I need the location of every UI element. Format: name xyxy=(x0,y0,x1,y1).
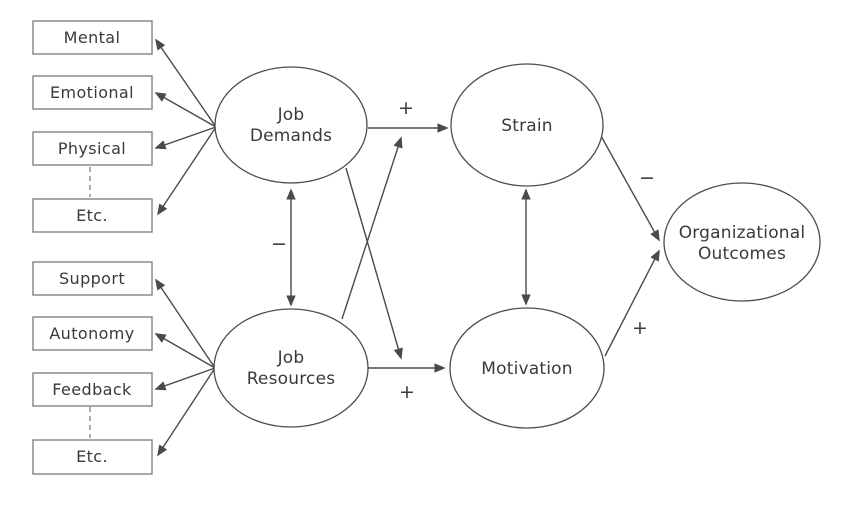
node-label-line2: Outcomes xyxy=(698,244,786,264)
node-ellipse xyxy=(450,63,604,187)
node-organizational-outcomes: Organizational Outcomes xyxy=(663,182,821,302)
factor-box-physical: Physical xyxy=(32,131,153,166)
node-job-resources: Job Resources xyxy=(213,308,369,428)
demands-to-emotional-arrow xyxy=(154,92,217,128)
factor-box-label: Mental xyxy=(64,28,121,47)
factor-box-label: Support xyxy=(59,269,125,288)
factor-box-rect xyxy=(32,439,153,475)
factor-box-demands-etc: Etc. xyxy=(32,198,153,233)
factor-box-rect xyxy=(32,198,153,233)
demands-strain-sign: + xyxy=(398,97,414,119)
demands-to-physical-arrow xyxy=(154,126,217,150)
node-label-line2: Resources xyxy=(247,369,336,389)
node-motivation: Motivation xyxy=(449,307,605,429)
factor-box-resources-etc: Etc. xyxy=(32,439,153,475)
node-label-line1: Job xyxy=(277,348,305,368)
resources-motivation-sign: + xyxy=(399,381,415,403)
resources-to-support-arrow xyxy=(155,278,216,369)
resources-to-etc-arrow xyxy=(157,367,216,457)
factor-box-rect xyxy=(32,131,153,166)
factor-box-label: Autonomy xyxy=(49,324,134,343)
motivation-to-outcomes-arrow xyxy=(604,249,660,357)
strain-to-outcomes-arrow xyxy=(600,135,660,242)
node-ellipse xyxy=(449,307,605,429)
factor-box-support: Support xyxy=(32,261,153,296)
motivation-outcomes-sign: + xyxy=(632,317,648,339)
factor-box-rect xyxy=(32,261,153,296)
demands-to-etc-arrow xyxy=(157,126,217,216)
node-label-line1: Strain xyxy=(501,116,553,136)
node-label-line1: Organizational xyxy=(679,223,806,243)
node-ellipse xyxy=(663,182,821,302)
node-label-line2: Demands xyxy=(250,126,332,146)
resources-to-autonomy-arrow xyxy=(154,333,216,369)
strain-outcomes-sign: − xyxy=(639,167,655,189)
factor-box-feedback: Feedback xyxy=(32,372,153,407)
factor-box-emotional: Emotional xyxy=(32,75,153,110)
node-ellipse xyxy=(213,308,369,428)
factor-box-label: Physical xyxy=(58,139,126,158)
factor-box-label: Etc. xyxy=(76,447,108,466)
node-label-line1: Motivation xyxy=(481,359,573,379)
factor-box-mental: Mental xyxy=(32,20,153,55)
resources-to-feedback-arrow xyxy=(154,367,216,391)
factor-box-label: Emotional xyxy=(50,83,134,102)
resources-moderation-arrow xyxy=(341,136,403,320)
node-label-line1: Job xyxy=(277,105,305,125)
factor-box-rect xyxy=(32,372,153,407)
node-ellipse xyxy=(214,66,368,184)
demands-moderation-arrow xyxy=(345,167,403,360)
node-strain: Strain xyxy=(450,63,604,187)
demands-resources-sign: − xyxy=(271,233,287,255)
factor-box-autonomy: Autonomy xyxy=(32,316,153,351)
factor-box-rect xyxy=(32,75,153,110)
factor-box-label: Feedback xyxy=(52,380,132,399)
node-job-demands: Job Demands xyxy=(214,66,368,184)
factor-box-label: Etc. xyxy=(76,206,108,225)
demands-to-mental-arrow xyxy=(155,38,217,128)
factor-box-rect xyxy=(32,20,153,55)
factor-box-rect xyxy=(32,316,153,351)
